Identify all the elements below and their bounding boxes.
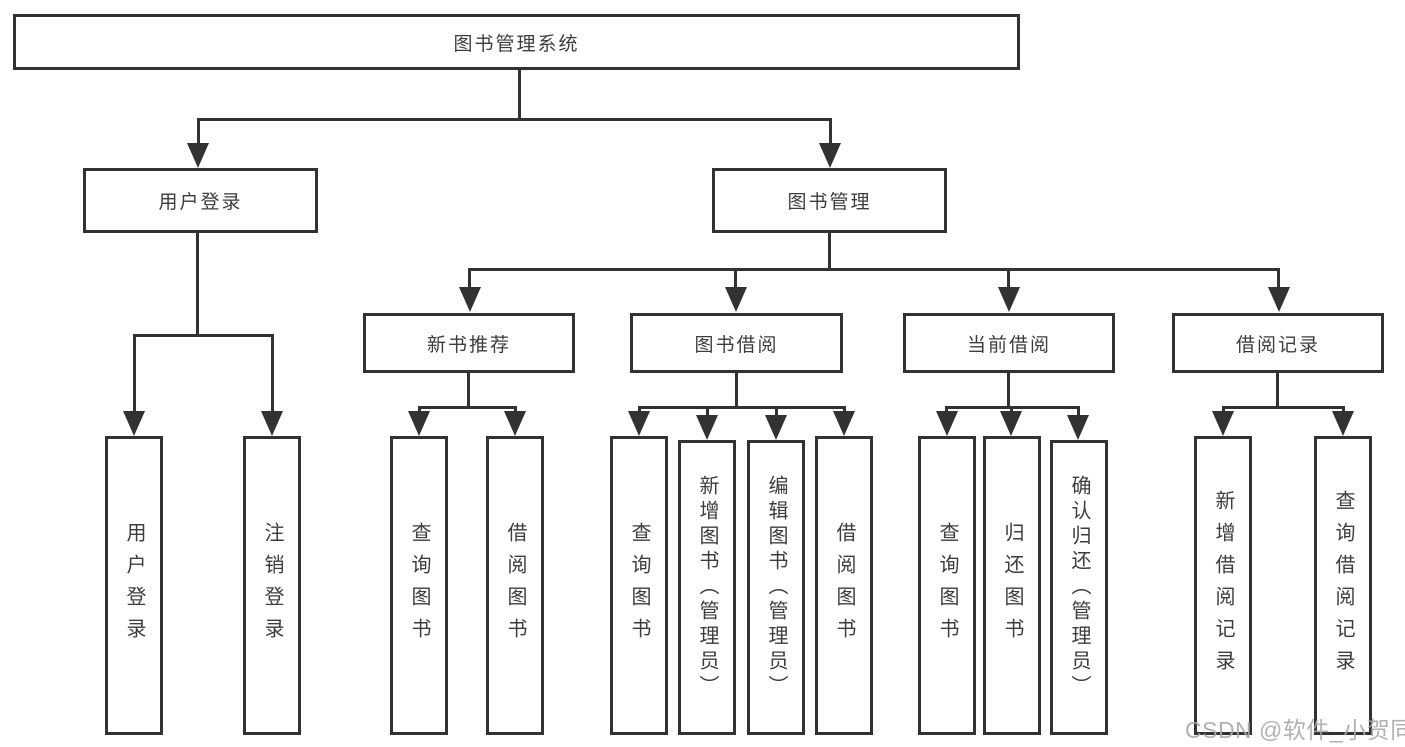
connector-vline — [468, 268, 471, 290]
node-book-management: 图书管理 — [712, 168, 947, 233]
arrowhead-down-icon — [123, 411, 145, 436]
connector-hline — [197, 118, 832, 121]
connector-vline — [271, 334, 274, 413]
connector-vline — [775, 406, 778, 418]
node-root-label: 图书管理系统 — [453, 33, 580, 55]
arrowhead-down-icon — [1332, 411, 1354, 436]
arrowhead-down-icon — [936, 411, 958, 436]
node-new-book-recommend-label: 新书推荐 — [426, 334, 511, 356]
arrowhead-down-icon — [725, 287, 747, 312]
node-root-system: 图书管理系统 — [13, 14, 1020, 70]
node-borrow-record-label: 借阅记录 — [1235, 334, 1320, 356]
connector-vline — [197, 118, 200, 146]
connector-vline — [638, 406, 641, 414]
arrowhead-down-icon — [833, 411, 855, 436]
connector-vline — [1222, 406, 1225, 414]
leaf-logout: 注销登录 — [243, 436, 301, 735]
connector-vline — [418, 406, 421, 414]
arrowhead-down-icon — [1067, 415, 1089, 440]
connector-vline — [735, 373, 738, 409]
connector-vline — [1010, 406, 1013, 414]
leaf-add-books-admin: 新增图书（管理员） — [678, 440, 736, 735]
arrowhead-down-icon — [504, 411, 526, 436]
leaf-borrow-books: 借阅图书 — [486, 436, 544, 735]
node-user-login-label: 用户登录 — [158, 192, 243, 213]
node-book-borrow-label: 图书借阅 — [694, 334, 779, 356]
leaf-confirm-return-admin: 确认归还（管理员） — [1050, 440, 1108, 735]
connector-vline — [1277, 268, 1280, 290]
arrowhead-down-icon — [408, 411, 430, 436]
connector-vline — [828, 233, 831, 271]
connector-vline — [1007, 373, 1010, 409]
leaf-query-books: 查询图书 — [918, 436, 976, 735]
connector-vline — [706, 406, 709, 418]
connector-vline — [518, 70, 521, 118]
arrowhead-down-icon — [459, 287, 481, 312]
arrowhead-down-icon — [998, 287, 1020, 312]
arrowhead-down-icon — [187, 143, 209, 168]
connector-vline — [1077, 406, 1080, 418]
connector-vline — [467, 373, 470, 409]
arrowhead-down-icon — [1212, 411, 1234, 436]
node-book-borrow: 图书借阅 — [630, 313, 843, 373]
connector-hline — [418, 406, 517, 409]
leaf-return-books: 归还图书 — [983, 436, 1041, 735]
node-user-login: 用户登录 — [83, 168, 318, 233]
arrowhead-down-icon — [765, 415, 787, 440]
node-current-borrow-label: 当前借阅 — [966, 334, 1051, 356]
leaf-add-borrow-record: 新增借阅记录 — [1194, 436, 1252, 735]
connector-hline — [638, 406, 846, 409]
connector-hline — [133, 334, 274, 337]
connector-vline — [1342, 406, 1345, 414]
connector-vline — [829, 118, 832, 146]
node-book-management-label: 图书管理 — [787, 192, 872, 213]
arrowhead-down-icon — [1268, 287, 1290, 312]
connector-vline — [843, 406, 846, 414]
arrowhead-down-icon — [696, 415, 718, 440]
arrowhead-down-icon — [628, 411, 650, 436]
connector-vline — [133, 334, 136, 413]
connector-hline — [1222, 406, 1344, 409]
connector-vline — [1007, 268, 1010, 290]
node-current-borrow: 当前借阅 — [903, 313, 1115, 373]
connector-vline — [734, 268, 737, 290]
leaf-query-borrow-record: 查询借阅记录 — [1314, 436, 1372, 735]
connector-vline — [945, 406, 948, 414]
leaf-edit-books-admin: 编辑图书（管理员） — [747, 440, 805, 735]
leaf-query-books: 查询图书 — [390, 436, 448, 735]
arrowhead-down-icon — [819, 143, 841, 168]
arrowhead-down-icon — [261, 411, 283, 436]
node-borrow-record: 借阅记录 — [1172, 313, 1384, 373]
connector-vline — [514, 406, 517, 414]
arrowhead-down-icon — [1000, 411, 1022, 436]
leaf-query-books: 查询图书 — [610, 436, 668, 735]
connector-hline — [469, 268, 1280, 271]
csdn-watermark: CSDN @软件_小贺同学 — [1185, 717, 1405, 743]
node-new-book-recommend: 新书推荐 — [363, 313, 575, 373]
connector-vline — [196, 233, 199, 337]
leaf-borrow-books: 借阅图书 — [815, 436, 873, 735]
connector-vline — [1276, 373, 1279, 409]
leaf-user-login: 用户登录 — [105, 436, 163, 735]
